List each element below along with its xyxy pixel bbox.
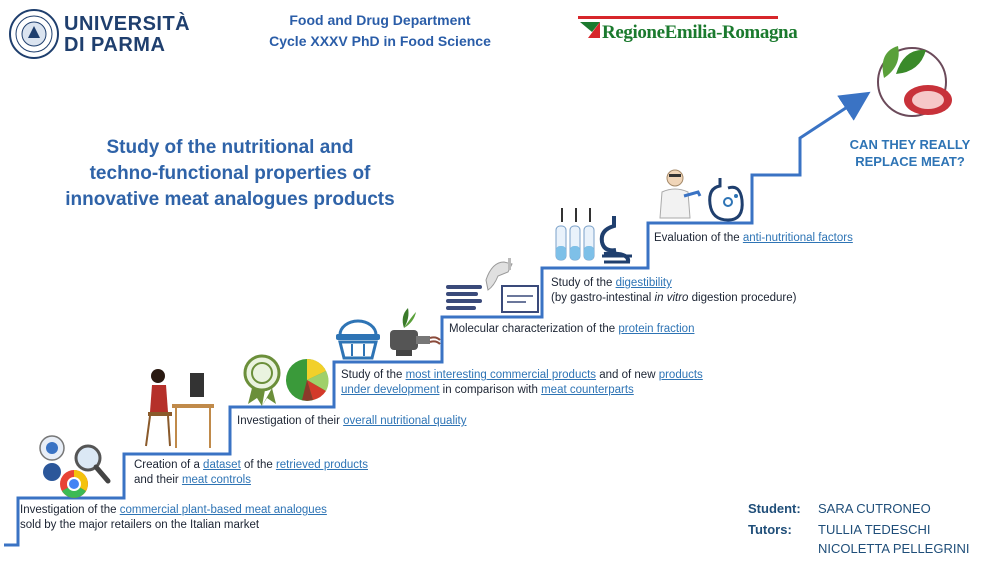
meat-grinder-icon <box>390 308 441 356</box>
step-5-text: Molecular characterization of the protei… <box>449 322 694 337</box>
step-4-pre: Study of the <box>341 369 406 381</box>
browser-magnifier-icon <box>39 435 111 498</box>
step-7-line1: Evaluation of the anti-nutritional facto… <box>654 231 853 246</box>
gel-bands-icon <box>446 285 482 310</box>
step-3-line1: Investigation of their overall nutrition… <box>237 414 467 429</box>
university-name: UNIVERSITÀ DI PARMA <box>64 14 190 56</box>
step-2-text: Creation of a dataset of the retrieved p… <box>134 458 368 488</box>
scientist-icon <box>659 169 702 219</box>
step-6-italic: in vitro <box>654 292 689 304</box>
step-1-line1: Investigation of the commercial plant-ba… <box>20 503 327 518</box>
quality-badge-icon <box>243 354 281 406</box>
university-seal-icon <box>9 9 59 59</box>
step-2-highlight-1: dataset <box>203 459 241 471</box>
step-4-line1: Study of the most interesting commercial… <box>341 368 703 383</box>
step-4-highlight-4: meat counterparts <box>541 384 634 396</box>
tutor-name-1: TULLIA TEDESCHI <box>818 522 931 537</box>
final-question-line1: CAN THEY REALLY <box>849 137 971 152</box>
step-4-highlight-3: under development <box>341 384 440 396</box>
step-5-highlight: protein fraction <box>618 323 695 335</box>
step-6-line2: (by gastro-intestinal in vitro digestion… <box>551 291 796 306</box>
department-line2: Cycle XXXV PhD in Food Science <box>269 33 491 49</box>
pipette-tubes-icon <box>555 208 595 261</box>
stomach-gear-icon <box>708 178 744 222</box>
step-3-pre: Investigation of their <box>237 415 344 427</box>
step-6-line2-post: digestion procedure) <box>688 292 797 304</box>
step-7-text: Evaluation of the anti-nutritional facto… <box>654 231 853 246</box>
step-7-pre: Evaluation of the <box>654 232 743 244</box>
main-title-line1: Study of the nutritional and <box>106 137 354 158</box>
step-2-highlight-3: meat controls <box>181 474 251 486</box>
pie-chart-icon <box>286 359 329 401</box>
step-7-highlight: anti-nutritional factors <box>742 232 853 244</box>
region-logo-bar-icon <box>578 16 778 38</box>
step-3-text: Investigation of their overall nutrition… <box>237 414 467 429</box>
step-6-highlight: digestibility <box>615 277 672 289</box>
final-question: CAN THEY REALLY REPLACE MEAT? <box>846 136 974 170</box>
step-4-mid: and of new <box>596 369 659 381</box>
department-header: Food and Drug Department Cycle XXXV PhD … <box>230 10 530 52</box>
student-label: Student: <box>748 501 801 516</box>
digestive-system-icon <box>599 216 632 264</box>
student-name: SARA CUTRONEO <box>818 501 931 516</box>
main-title: Study of the nutritional and techno-func… <box>40 135 420 213</box>
step-2-line1: Creation of a dataset of the retrieved p… <box>134 458 368 473</box>
step-6-pre: Study of the <box>551 277 616 289</box>
step-6-line2-pre: (by gastro-intestinal <box>551 292 655 304</box>
university-name-line2: DI PARMA <box>64 34 166 56</box>
step-4-line2-mid: in comparison with <box>439 384 542 396</box>
university-name-line1: UNIVERSITÀ <box>64 13 191 35</box>
step-4-text: Study of the most interesting commercial… <box>341 368 703 398</box>
step-4-highlight-1: most interesting commercial products <box>405 369 597 381</box>
step-2-line2: and their meat controls <box>134 473 368 488</box>
staircase-line <box>4 91 871 547</box>
step-2-mid: of the <box>240 459 276 471</box>
step-3-highlight: overall nutritional quality <box>343 415 467 427</box>
step-5-pre: Molecular characterization of the <box>449 323 619 335</box>
step-4-line2: under development in comparison with mea… <box>341 383 703 398</box>
step-1-pre: Investigation of the <box>20 504 120 516</box>
step-1-highlight: commercial plant-based meat analogues <box>119 504 327 516</box>
step-2-highlight-2: retrieved products <box>275 459 368 471</box>
main-title-line2: techno-functional properties of <box>89 163 371 184</box>
step-1-text: Investigation of the commercial plant-ba… <box>20 503 327 533</box>
shopping-basket-icon <box>336 319 380 360</box>
final-question-line2: REPLACE MEAT? <box>855 154 965 169</box>
region-name: RegioneEmilia-Romagna <box>602 22 798 43</box>
step-1-line2: sold by the major retailers on the Itali… <box>20 519 260 531</box>
leaf-and-steak-icon <box>877 46 952 117</box>
step-2-pre: Creation of a <box>134 459 204 471</box>
lab-instrument-icon <box>501 285 539 313</box>
tutor-name-2: NICOLETTA PELLEGRINI <box>818 541 970 556</box>
gloved-hand-icon <box>485 258 513 291</box>
woman-at-computer-icon <box>145 369 214 448</box>
step-6-text: Study of the digestibility (by gastro-in… <box>551 276 796 306</box>
step-2-line2-pre: and their <box>134 474 182 486</box>
step-4-highlight-2: products <box>658 369 703 381</box>
department-line1: Food and Drug Department <box>289 12 471 28</box>
step-5-line1: Molecular characterization of the protei… <box>449 322 694 337</box>
step-6-line1: Study of the digestibility <box>551 276 796 291</box>
main-title-line3: innovative meat analogues products <box>65 189 395 210</box>
tutors-label: Tutors: <box>748 522 792 537</box>
